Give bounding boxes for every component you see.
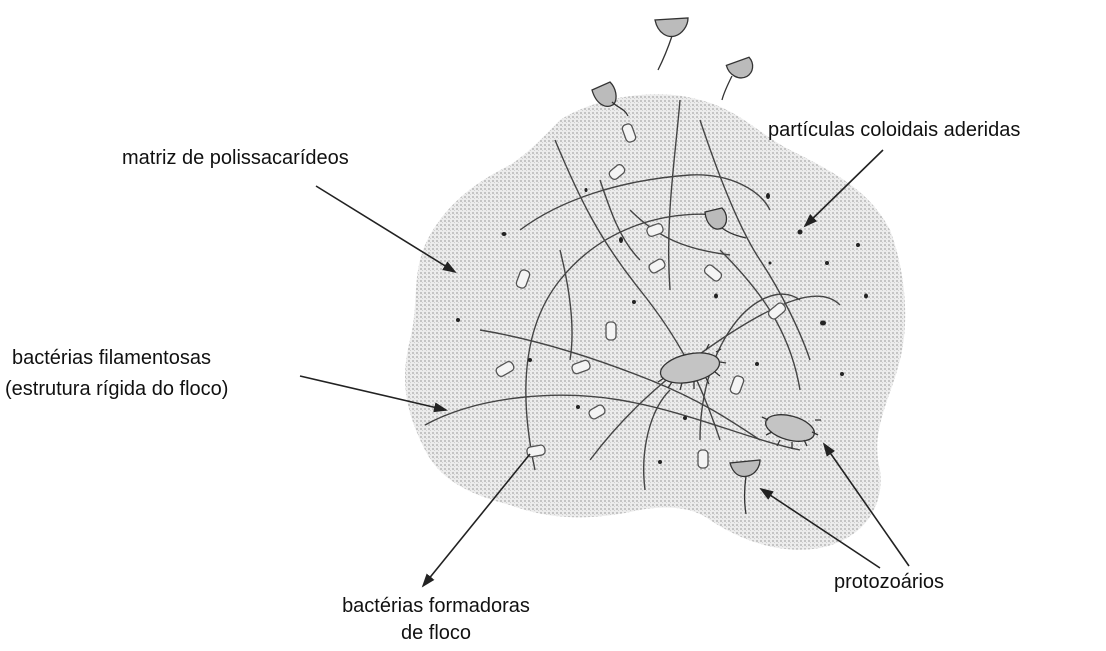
arrow-colloidal: [803, 149, 884, 228]
filament: [589, 295, 841, 461]
label-filamentous-line2: (estrutura rígida do floco): [5, 378, 229, 400]
label-protozoa: protozoários: [834, 571, 945, 593]
filament: [525, 213, 721, 471]
label-filamentous-line1: bactérias filamentosas: [12, 347, 211, 369]
protozoa-stalked: [591, 17, 761, 515]
filament: [699, 119, 811, 361]
filament: [519, 174, 771, 231]
filament: [559, 249, 573, 361]
filaments: [424, 99, 841, 491]
bacterium-rod: [621, 123, 637, 143]
bacterium-rod: [729, 375, 745, 395]
bacterium-rod: [697, 449, 709, 469]
bacterium-rod: [646, 223, 664, 237]
filament: [599, 179, 641, 261]
bacterium-rod: [526, 444, 546, 458]
label-floc-formers-line2: de floco: [400, 622, 472, 644]
arrow-protozoa-1: [822, 442, 910, 567]
filament: [554, 139, 721, 441]
label-matrix: matriz de polissacarídeos: [122, 147, 349, 169]
arrow-filamentous: [299, 375, 448, 413]
bacterium-rod: [588, 404, 606, 420]
protozoa-ciliated: [657, 343, 821, 449]
arrow-protozoa-2: [759, 487, 881, 569]
floc-matrix: [405, 94, 906, 550]
bacterium-rod: [703, 264, 723, 282]
floc-forming-bacteria: [495, 123, 787, 469]
bacterium-rod: [495, 360, 515, 378]
colloidal-particles: [456, 188, 868, 464]
filament: [699, 293, 801, 441]
protozoan-stalked: [704, 207, 747, 239]
filament: [629, 209, 731, 256]
label-colloidal-particles: partículas coloidais aderidas: [768, 119, 1021, 141]
protozoan-stalked: [591, 81, 629, 117]
arrow-floc-formers: [421, 453, 531, 588]
protozoan-ciliated: [761, 414, 821, 449]
filament: [424, 394, 801, 451]
filament: [667, 99, 681, 291]
bacterium-rod: [605, 321, 617, 341]
label-floc-formers-line1: bactérias formadoras: [342, 595, 530, 617]
bacterium-rod: [767, 302, 787, 320]
protozoan-stalked: [721, 56, 754, 101]
arrow-matrix: [315, 185, 457, 274]
bacterium-rod: [515, 269, 531, 289]
protozoan-stalked: [729, 459, 761, 515]
bacterium-rod: [571, 359, 591, 375]
bacterium-rod: [648, 258, 666, 274]
protozoan-ciliated: [657, 343, 727, 391]
filament: [643, 389, 671, 491]
bacterium-rod: [608, 164, 626, 180]
pointer-arrows: [299, 149, 910, 588]
filament: [479, 329, 761, 441]
protozoan-stalked: [654, 17, 689, 71]
